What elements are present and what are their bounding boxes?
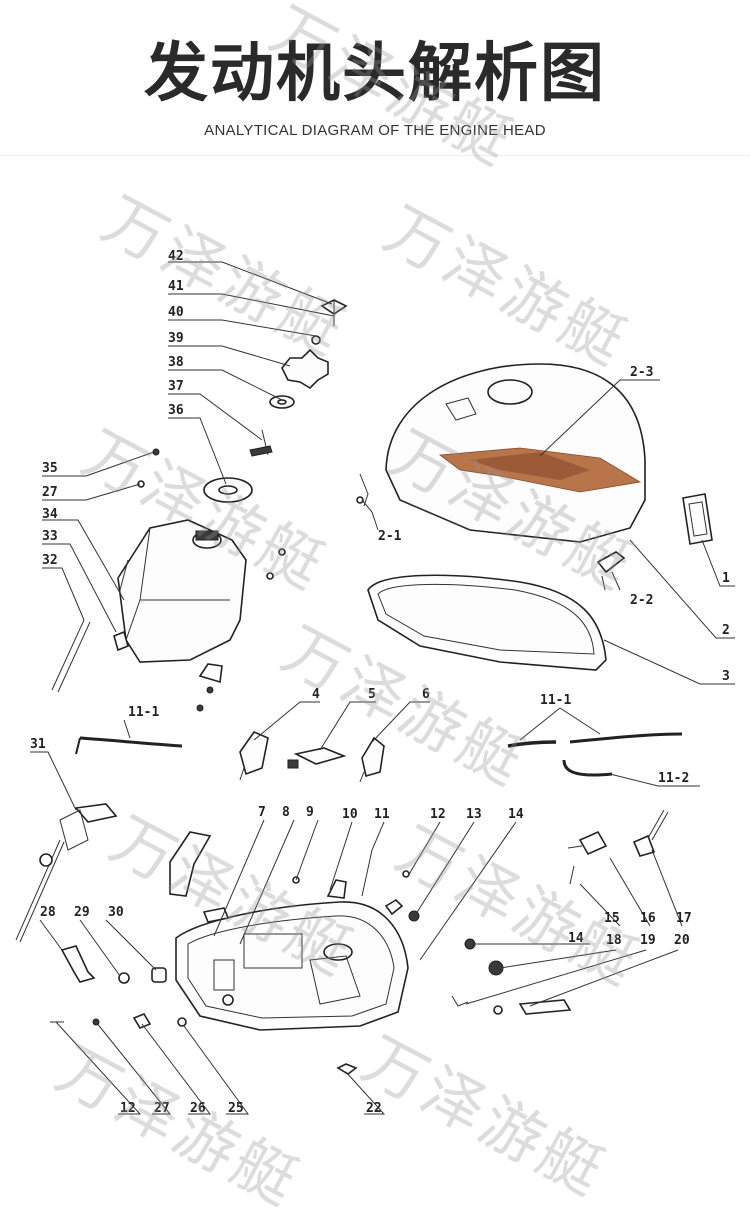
leader-lines [30,261,735,1115]
plug-5 [287,747,347,769]
label-35: 35 [42,461,58,476]
label-26: 26 [190,1101,206,1116]
label-2-2: 2-2 [630,593,653,608]
callout-labels: 42 41 40 39 38 37 36 35 27 34 33 32 2-3 … [30,249,730,1116]
label-8: 8 [282,805,290,820]
page-subtitle: ANALYTICAL DIAGRAM OF THE ENGINE HEAD [204,122,546,139]
washers-bottom-left [50,1013,187,1029]
label-5: 5 [368,687,376,702]
label-28: 28 [40,905,56,920]
label-4: 4 [312,687,320,702]
label-9: 9 [306,805,314,820]
label-11: 11 [374,807,390,822]
label-14-upper: 14 [508,807,524,822]
label-2-3: 2-3 [630,365,653,380]
label-19: 19 [640,933,656,948]
label-37: 37 [168,379,184,394]
cables-11 [75,732,683,777]
fuel-tank [51,519,286,712]
lever-28 [60,945,167,984]
label-25: 25 [228,1101,244,1116]
label-11-2: 11-2 [658,771,689,786]
label-12-upper: 12 [430,807,446,822]
label-11-1-left: 11-1 [128,705,159,720]
label-10: 10 [342,807,358,822]
page-title: 发动机头解析图 [144,37,606,111]
label-27-lower: 27 [154,1101,170,1116]
fuel-cap-assembly [137,299,348,503]
throttle-arm [15,803,118,943]
label-36: 36 [168,403,184,418]
label-29: 29 [74,905,90,920]
cowl-seal-ring [367,574,607,671]
choke-assembly [451,809,669,1015]
label-33: 33 [42,529,58,544]
label-13: 13 [466,807,482,822]
label-11-1-right: 11-1 [540,693,571,708]
label-38: 38 [168,355,184,370]
exploded-parts-diagram: 42 41 40 39 38 37 36 35 27 34 33 32 2-3 … [15,249,735,1116]
label-42: 42 [168,249,184,264]
label-16: 16 [640,911,656,926]
bracket-6 [359,736,385,783]
label-31: 31 [30,737,46,752]
label-20: 20 [674,933,690,948]
label-17: 17 [676,911,692,926]
label-1: 1 [722,571,730,586]
label-15: 15 [604,911,620,926]
label-40: 40 [168,305,184,320]
label-27-upper: 27 [42,485,58,500]
bottom-cowl [169,831,420,1075]
label-7: 7 [258,805,266,820]
label-39: 39 [168,331,184,346]
label-3: 3 [722,669,730,684]
label-12-lower: 12 [120,1101,136,1116]
label-30: 30 [108,905,124,920]
label-34: 34 [42,507,58,522]
label-2: 2 [722,623,730,638]
header-divider [0,155,750,156]
label-32: 32 [42,553,58,568]
label-6: 6 [422,687,430,702]
label-41: 41 [168,279,184,294]
label-2-1: 2-1 [378,529,402,544]
top-cowl [356,363,713,591]
label-14-lower: 14 [568,931,584,946]
bracket-4 [239,731,269,781]
label-18: 18 [606,933,622,948]
label-22: 22 [366,1101,382,1116]
